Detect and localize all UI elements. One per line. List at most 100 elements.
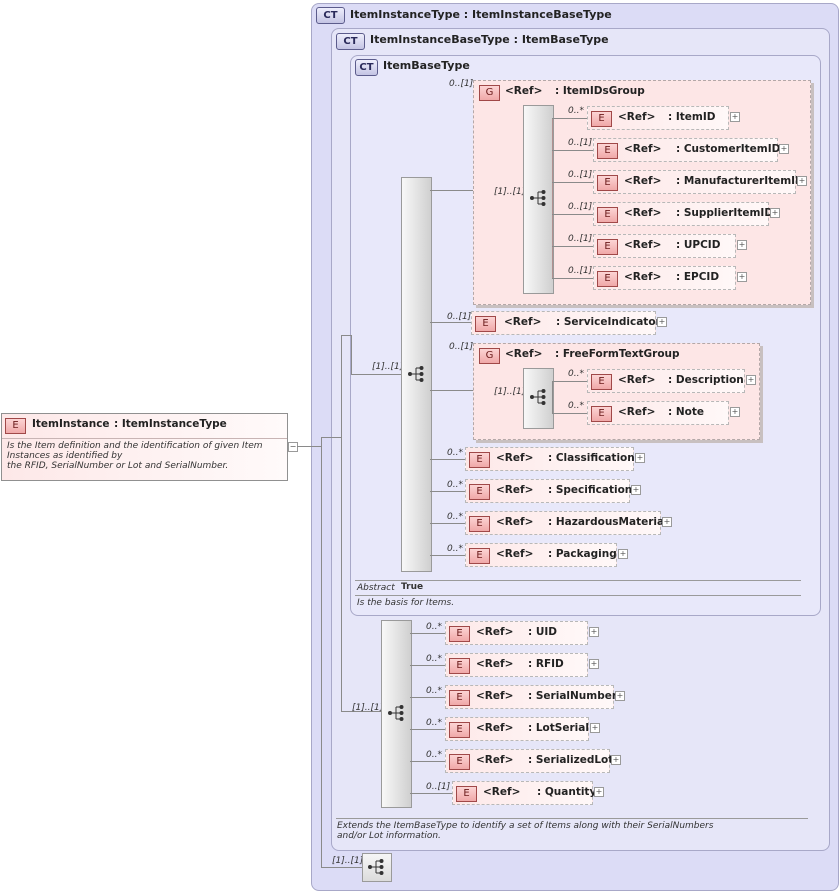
element-classification[interactable]: E <Ref> : Classification [465,447,635,471]
element-badge: E [5,418,26,434]
element-upcid[interactable]: E <Ref> : UPCID [593,234,736,258]
plus-icon[interactable]: + [657,317,667,327]
plus-icon[interactable]: + [746,375,756,385]
connector [552,413,587,414]
connector [430,555,465,556]
element-serial-number[interactable]: E <Ref> : SerialNumber [445,685,617,709]
connector [410,665,445,666]
connector-to-inner [341,335,351,336]
plus-icon[interactable]: + [631,485,641,495]
plus-icon[interactable]: + [770,208,780,218]
divider [336,818,808,819]
element-ref: <Ref> [496,516,534,528]
connector [410,793,452,794]
element-uid[interactable]: E <Ref> : UID [445,621,588,645]
ct-title-inner: ItemBaseType [383,59,470,72]
element-ref: <Ref> [496,452,534,464]
connector [410,761,445,762]
element-badge: E [591,111,612,127]
root-element-doc: Is the Item definition and the identific… [7,441,263,471]
element-lot-serial[interactable]: E <Ref> : LotSerial [445,717,589,741]
cardinality: [1]..[1] [372,362,404,372]
cardinality: 0..[1] [568,202,593,212]
element-ref: <Ref> [504,316,542,328]
element-name: : Description [668,374,744,386]
element-specification[interactable]: E <Ref> : Specification [465,479,633,503]
element-quantity[interactable]: E <Ref> : Quantity [452,781,596,805]
cardinality: 0..* [426,718,442,728]
connector [552,182,593,183]
connector [552,278,593,279]
plus-icon[interactable]: + [589,627,599,637]
cardinality: 0..[1] [568,266,593,276]
element-customer-item-id[interactable]: E <Ref> : CustomerItemID [593,138,780,162]
element-name: : ItemID [668,111,716,123]
element-manufacturer-item-id[interactable]: E <Ref> : ManufacturerItemID [593,170,804,194]
cardinality: 0..[1] [568,234,593,244]
element-badge: E [449,690,470,706]
element-epcid[interactable]: E <Ref> : EPCID [593,266,736,290]
element-packaging[interactable]: E <Ref> : Packaging [465,543,617,567]
plus-icon[interactable]: + [635,453,645,463]
plus-icon[interactable]: + [589,659,599,669]
cardinality: [1]..[1] [494,187,526,197]
plus-icon[interactable]: + [779,144,789,154]
element-item-id[interactable]: E <Ref> : ItemID [587,106,729,130]
cardinality: [1]..[1] [332,856,364,866]
group-badge: G [479,85,500,101]
root-element-item-instance[interactable]: E ItemInstance : ItemInstanceType Is the… [1,413,288,481]
connector [410,729,445,730]
cardinality: 0..* [568,369,584,379]
element-name: : Packaging [548,548,617,560]
element-name: : UID [528,626,558,638]
plus-icon[interactable]: + [590,723,600,733]
plus-icon[interactable]: + [730,112,740,122]
element-badge: E [597,175,618,191]
element-badge: E [591,374,612,390]
element-supplier-item-id[interactable]: E <Ref> : SupplierItemID [593,202,773,226]
element-name: : SupplierItemID [676,207,774,219]
element-note[interactable]: E <Ref> : Note [587,401,729,425]
element-badge: E [597,239,618,255]
connector [552,246,593,247]
plus-icon[interactable]: + [737,272,747,282]
sequence-icon [408,366,424,382]
element-service-indicator[interactable]: E <Ref> : ServiceIndicator [471,311,661,335]
cardinality: 0..* [426,654,442,664]
element-name: : Specification [548,484,633,496]
element-serialized-lot[interactable]: E <Ref> : SerializedLot [445,749,613,773]
plus-icon[interactable]: + [797,176,807,186]
plus-icon[interactable]: + [594,787,604,797]
element-badge: E [469,484,490,500]
element-name: : EPCID [676,271,720,283]
cardinality: 0..[1] [568,138,593,148]
element-ref: <Ref> [618,406,656,418]
ct-badge-inner: CT [355,59,378,76]
element-description[interactable]: E <Ref> : Description [587,369,745,393]
plus-icon[interactable]: + [611,755,621,765]
element-ref: <Ref> [624,271,662,283]
cardinality: [1]..[1] [494,387,526,397]
element-ref: <Ref> [624,207,662,219]
plus-icon[interactable]: + [615,691,625,701]
element-badge: E [449,658,470,674]
cardinality: [1]..[1] [352,703,384,713]
element-rfid[interactable]: E <Ref> : RFID [445,653,588,677]
plus-icon[interactable]: + [618,549,628,559]
abstract-value: True [401,582,424,592]
element-hazardous-material[interactable]: E <Ref> : HazardousMaterial [465,511,668,535]
plus-icon[interactable]: + [737,240,747,250]
element-ref: <Ref> [483,786,521,798]
connector [552,118,587,119]
connector-outer-seq [321,867,363,868]
connector [430,390,473,391]
element-badge: E [597,271,618,287]
element-badge: E [597,143,618,159]
cardinality: 0..[1] [447,312,472,322]
collapse-icon[interactable]: − [288,442,298,452]
cardinality: 0..* [568,401,584,411]
plus-icon[interactable]: + [662,517,672,527]
plus-icon[interactable]: + [730,407,740,417]
connector [430,459,465,460]
element-ref: <Ref> [476,658,514,670]
